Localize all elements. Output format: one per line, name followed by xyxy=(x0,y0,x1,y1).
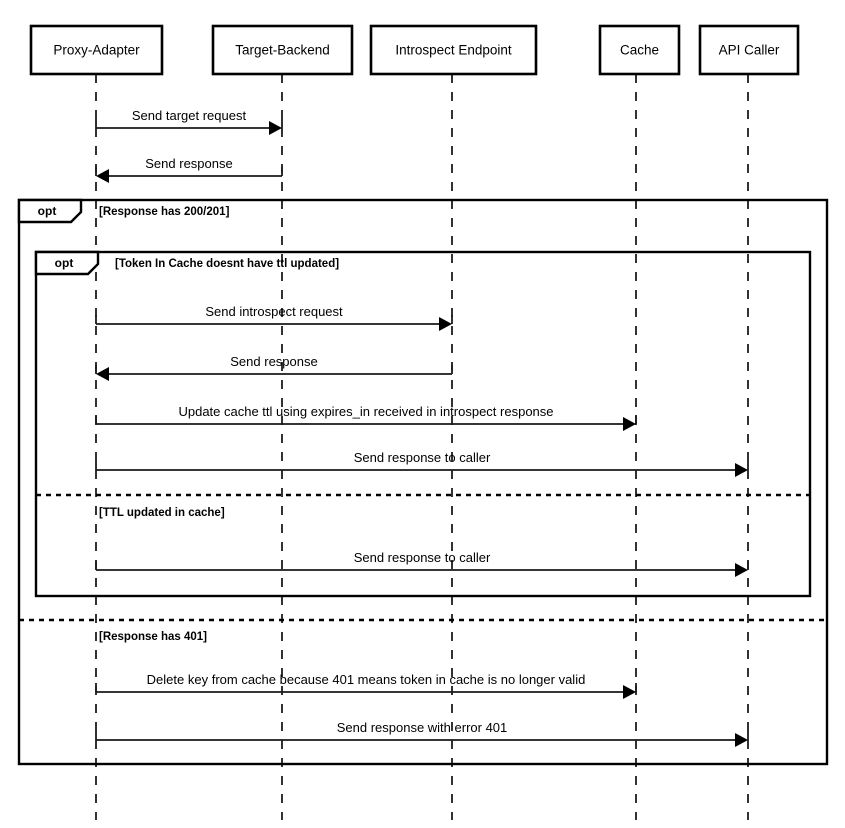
message-msg-send-target-request: Send target request xyxy=(95,108,283,135)
fragment-border xyxy=(34,250,812,598)
message-arrowhead xyxy=(96,169,109,183)
message-arrowhead xyxy=(269,121,282,135)
divider-response-401: [Response has 401] xyxy=(19,618,827,643)
message-label: Update cache ttl using expires_in receiv… xyxy=(178,404,553,419)
fragment-divider-guard-label: [Response has 401] xyxy=(99,631,207,643)
participant-box[interactable] xyxy=(598,24,681,76)
fragment-opt-response-200-201: opt [Response has 200/201] xyxy=(17,198,829,766)
participant-box[interactable] xyxy=(698,24,800,76)
message-msg-delete-key-from-cache: Delete key from cache because 401 means … xyxy=(95,672,637,699)
fragment-operator-label: opt xyxy=(55,256,74,270)
lifelines-layer xyxy=(95,74,749,820)
message-label: Delete key from cache because 401 means … xyxy=(147,672,586,687)
participant-cache[interactable]: Cache xyxy=(598,24,681,76)
fragment-opt-token-ttl: opt [Token In Cache doesnt have ttl updat… xyxy=(34,250,812,598)
message-arrowhead xyxy=(735,563,748,577)
message-msg-send-response-backend: Send response xyxy=(95,156,283,183)
message-arrowhead xyxy=(439,317,452,331)
message-msg-send-response-to-caller-2: Send response to caller xyxy=(95,550,749,577)
message-label: Send response with error 401 xyxy=(337,720,508,735)
fragment-operator-tab xyxy=(17,198,83,224)
message-arrowhead xyxy=(623,685,636,699)
participant-label: API Caller xyxy=(719,43,780,58)
message-label: Send response to caller xyxy=(354,450,491,465)
fragment-guard-label: [Token In Cache doesnt have ttl updated] xyxy=(115,258,339,270)
message-msg-send-response-error-401: Send response with error 401 xyxy=(95,720,749,747)
participants-layer: Proxy-Adapter Target-Backend Introspect En… xyxy=(29,24,800,76)
participant-box[interactable] xyxy=(211,24,354,76)
message-msg-send-response-introspect: Send response xyxy=(95,354,453,381)
participant-introspect-endpoint[interactable]: Introspect Endpoint xyxy=(369,24,538,76)
fragment-operator-tab xyxy=(34,250,100,276)
message-msg-send-response-to-caller-1: Send response to caller xyxy=(95,450,749,477)
participant-box[interactable] xyxy=(29,24,164,76)
message-label: Send response xyxy=(145,156,232,171)
message-msg-update-cache-ttl: Update cache ttl using expires_in receiv… xyxy=(95,404,637,431)
participant-api-caller[interactable]: API Caller xyxy=(698,24,800,76)
dividers-layer: [TTL updated in cache] [Response has 401] xyxy=(19,493,827,643)
message-label: Send response xyxy=(230,354,317,369)
fragments-layer: opt [Response has 200/201] opt [Token In Ca… xyxy=(17,198,829,766)
fragment-operator-label: opt xyxy=(38,204,57,218)
message-msg-send-introspect-request: Send introspect request xyxy=(95,304,453,331)
participant-label: Proxy-Adapter xyxy=(53,43,140,58)
message-label: Send introspect request xyxy=(205,304,343,319)
message-arrowhead xyxy=(735,463,748,477)
participant-label: Cache xyxy=(620,43,659,58)
participant-label: Introspect Endpoint xyxy=(395,43,512,58)
message-arrowhead xyxy=(623,417,636,431)
message-arrowhead xyxy=(735,733,748,747)
participant-proxy-adapter[interactable]: Proxy-Adapter xyxy=(29,24,164,76)
message-label: Send target request xyxy=(132,108,247,123)
fragment-border xyxy=(17,198,829,766)
message-label: Send response to caller xyxy=(354,550,491,565)
participant-target-backend[interactable]: Target-Backend xyxy=(211,24,354,76)
participant-box[interactable] xyxy=(369,24,538,76)
message-arrowhead xyxy=(96,367,109,381)
fragment-guard-label: [Response has 200/201] xyxy=(99,206,230,218)
participant-label: Target-Backend xyxy=(235,43,330,58)
divider-ttl-updated: [TTL updated in cache] xyxy=(36,493,810,519)
fragment-divider-guard-label: [TTL updated in cache] xyxy=(99,507,225,519)
